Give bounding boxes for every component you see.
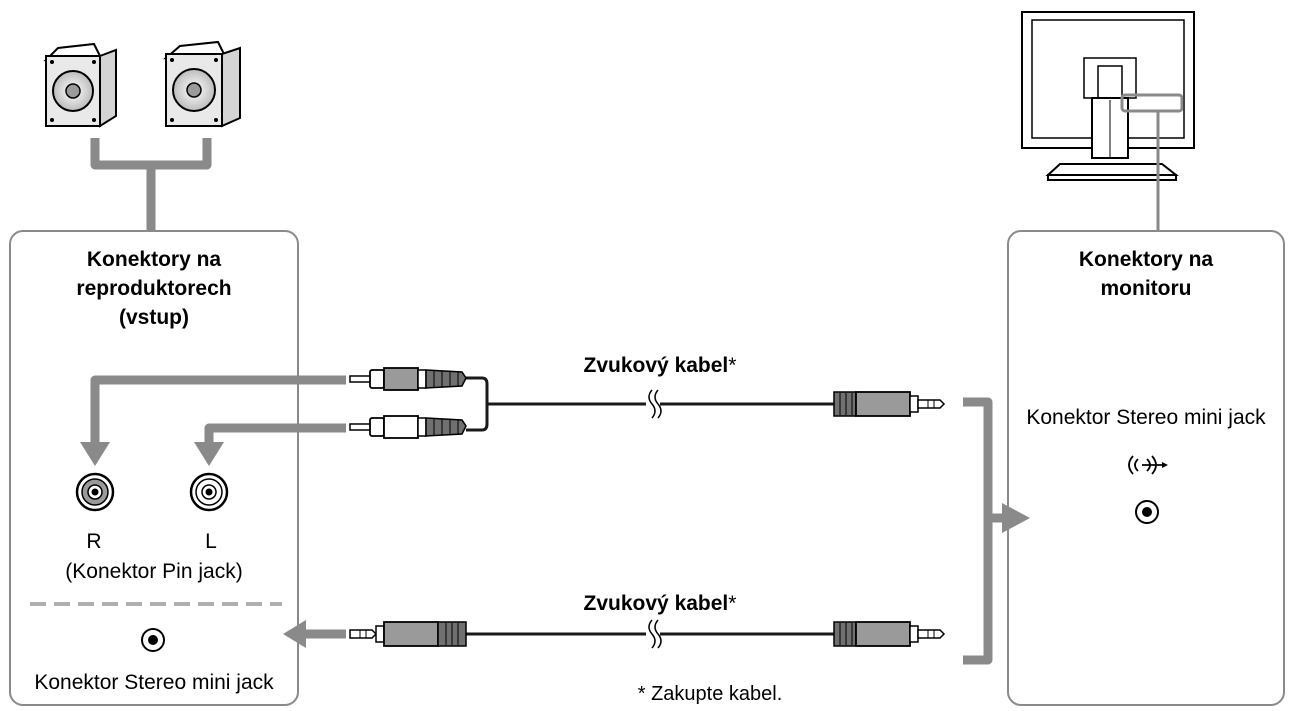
right-mini-jack-icon xyxy=(1135,500,1159,524)
label-l: L xyxy=(205,530,217,553)
speaker-connector-line xyxy=(90,138,212,232)
left-box-title-line3: (vstup) xyxy=(119,306,189,329)
arrow-to-left-mini-jack xyxy=(283,620,346,648)
speaker-right-icon xyxy=(163,40,241,128)
upper-cable-name: Zvukový kabel xyxy=(583,354,729,377)
speaker-connectors-box: Konektory na reproduktorech (vstup) R L … xyxy=(9,230,299,706)
audio-output-icon xyxy=(1128,455,1168,475)
monitor-connectors-box: Konektory na monitoru Konektor Stereo mi… xyxy=(1007,230,1285,706)
left-mini-jack-icon xyxy=(141,628,165,652)
left-box-title-line2: reproduktorech xyxy=(76,277,232,300)
lower-cable-asterisk: * xyxy=(728,592,737,615)
upper-cable-asterisk: * xyxy=(728,354,737,377)
mini-plug-icon xyxy=(833,391,946,417)
rca-jack-r-icon xyxy=(75,472,115,512)
rca-jack-l-icon xyxy=(189,472,229,512)
lower-audio-cable xyxy=(466,619,834,649)
rca-plug-icon xyxy=(349,415,467,439)
lower-cable-label: Zvukový kabel* xyxy=(540,590,780,618)
label-r: R xyxy=(86,530,102,553)
left-box-title-line1: Konektory na xyxy=(86,248,222,271)
right-box-title-line2: monitoru xyxy=(1100,277,1192,300)
right-bracket-arrow xyxy=(963,397,1030,665)
speaker-left-icon xyxy=(43,42,117,128)
upper-audio-cable xyxy=(466,376,834,432)
arrow-to-r xyxy=(80,375,346,466)
rca-plug-icon xyxy=(349,367,467,391)
right-box-title-line1: Konektory na xyxy=(1078,248,1214,271)
lower-cable-name: Zvukový kabel xyxy=(583,592,729,615)
upper-cable-label: Zvukový kabel* xyxy=(540,352,780,380)
footnote: * Zakupte kabel. xyxy=(637,683,783,705)
arrow-to-l xyxy=(194,423,346,466)
left-mini-jack-label: Konektor Stereo mini jack xyxy=(34,671,274,694)
mini-plug-icon xyxy=(833,621,946,647)
right-mini-jack-label: Konektor Stereo mini jack xyxy=(1026,406,1266,429)
pin-jack-label: (Konektor Pin jack) xyxy=(65,560,243,583)
mini-plug-icon xyxy=(349,621,467,647)
